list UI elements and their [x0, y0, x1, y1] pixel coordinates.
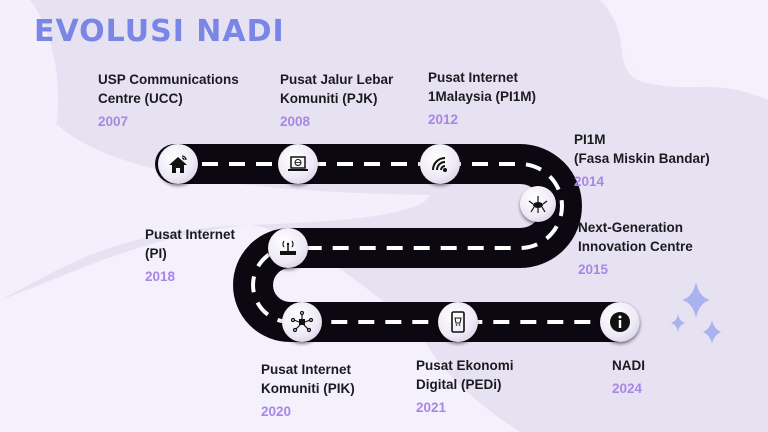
milestone-year: 2007 — [98, 114, 129, 129]
milestone-label-2007: USP Communications Centre (UCC) 2007 — [98, 70, 239, 129]
milestone-label-2021: Pusat Ekonomi Digital (PEDi) 2021 — [416, 356, 514, 415]
milestone-year: 2012 — [428, 112, 459, 127]
milestone-name: USP Communications Centre (UCC) — [98, 72, 239, 106]
milestone-name: Pusat Ekonomi Digital (PEDi) — [416, 358, 514, 392]
milestone-node-2024[interactable] — [600, 302, 640, 342]
milestone-name: PI1M (Fasa Miskin Bandar) — [574, 132, 710, 166]
milestone-name: Pusat Internet (PI) — [145, 227, 236, 261]
milestone-label-2024: NADI 2024 — [612, 356, 645, 396]
milestone-year: 2008 — [280, 114, 311, 129]
milestone-node-2007[interactable] — [158, 144, 198, 184]
milestone-node-2012[interactable] — [420, 144, 460, 184]
milestone-node-2018[interactable] — [268, 228, 308, 268]
sparkle-icon — [671, 282, 721, 344]
milestone-name: Pusat Internet Komuniti (PIK) — [261, 362, 355, 396]
milestone-node-2020[interactable] — [282, 302, 322, 342]
milestone-label-2012: Pusat Internet 1Malaysia (PI1M) 2012 — [428, 68, 536, 127]
info-icon — [610, 312, 630, 332]
milestone-year: 2014 — [574, 174, 605, 189]
milestone-label-2014: PI1M (Fasa Miskin Bandar) 2014 — [574, 130, 710, 189]
milestone-label-2018: Pusat Internet (PI) 2018 — [145, 225, 235, 284]
milestone-label-2008: Pusat Jalur Lebar Komuniti (PJK) 2008 — [280, 70, 393, 129]
milestone-name: NADI — [612, 358, 645, 373]
milestone-node-2014-2015[interactable] — [520, 186, 556, 222]
milestone-node-2008[interactable] — [278, 144, 318, 184]
milestone-year: 2024 — [612, 381, 643, 396]
milestone-name: Pusat Internet 1Malaysia (PI1M) — [428, 70, 537, 104]
cloud-network-icon — [528, 196, 548, 213]
milestone-label-2020: Pusat Internet Komuniti (PIK) 2020 — [261, 360, 355, 419]
home-wifi-icon — [169, 155, 187, 173]
milestone-year: 2018 — [145, 269, 176, 284]
milestone-name: Next-Generation Innovation Centre — [578, 220, 693, 254]
milestone-label-2015: Next-Generation Innovation Centre 2015 — [578, 218, 693, 277]
milestone-year: 2020 — [261, 404, 292, 419]
wifi-signal-icon — [432, 157, 447, 172]
milestone-year: 2021 — [416, 400, 447, 415]
network-hub-icon — [290, 310, 314, 333]
mobile-cart-icon — [451, 311, 465, 333]
page-title: EVOLUSI NADI — [34, 14, 285, 49]
milestone-node-2021[interactable] — [438, 302, 478, 342]
milestone-year: 2015 — [578, 262, 609, 277]
router-icon — [280, 240, 296, 255]
laptop-globe-icon — [288, 156, 308, 171]
milestone-name: Pusat Jalur Lebar Komuniti (PJK) — [280, 72, 394, 106]
